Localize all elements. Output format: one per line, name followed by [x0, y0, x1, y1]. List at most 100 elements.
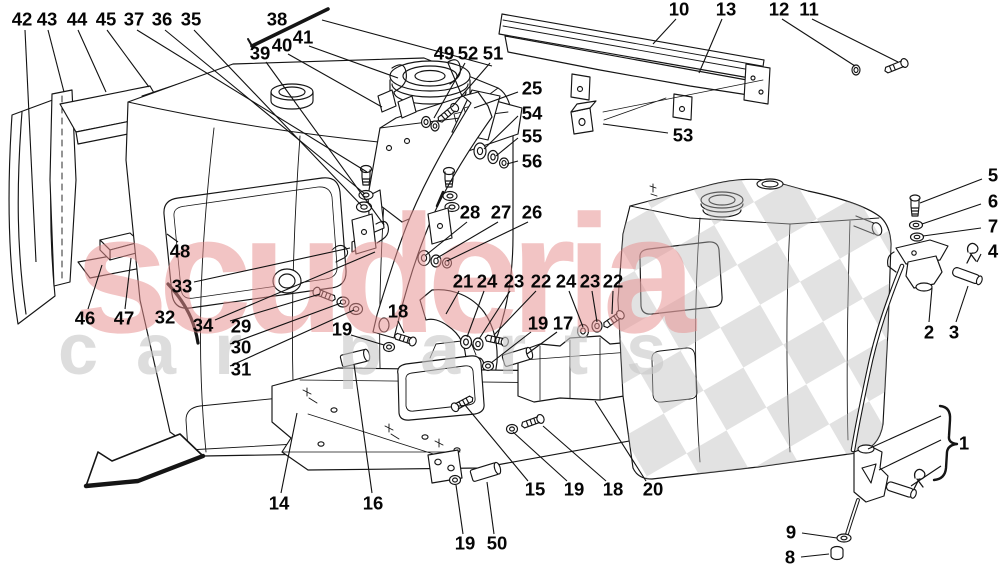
leader-line-43 [47, 29, 65, 93]
leader-line-36 [164, 29, 366, 195]
callout-label-54: 54 [522, 103, 543, 124]
callout-label-5: 5 [988, 165, 998, 186]
leader-line-50 [486, 481, 495, 535]
right-fuel-tank [617, 178, 892, 480]
callout-label-43: 43 [37, 9, 58, 30]
leader-line-19 [350, 334, 385, 346]
leader-line-39 [265, 61, 385, 226]
leader-line-54 [483, 115, 519, 150]
leader-line-20 [594, 400, 647, 482]
leader-line-1 [878, 439, 942, 471]
leader-line-1 [867, 415, 942, 450]
leader-line-35 [193, 29, 363, 207]
callout-label-46: 46 [75, 308, 96, 329]
callout-label-6: 6 [988, 191, 998, 212]
leader-line-55 [495, 137, 519, 157]
callout-label-23: 23 [580, 271, 601, 292]
watermark: scuderia car parts [58, 180, 708, 390]
leader-line-3 [955, 285, 969, 323]
callout-label-56: 56 [522, 151, 543, 172]
leader-line-41 [308, 45, 399, 79]
leader-line-21 [445, 290, 460, 315]
callout-label-44: 44 [67, 9, 88, 30]
leader-line-31 [229, 309, 355, 367]
leader-line-2 [928, 287, 933, 323]
leader-line-25 [473, 91, 519, 109]
callout-label-29: 29 [231, 316, 252, 337]
leader-line-16 [353, 363, 373, 494]
callout-label-28: 28 [460, 202, 481, 223]
watermark-brand-text: scuderia [75, 180, 698, 368]
callout-label-18: 18 [388, 301, 409, 322]
callout-label-26: 26 [522, 202, 543, 223]
callout-label-32: 32 [155, 307, 176, 328]
leader-line-47 [124, 257, 132, 310]
leader-line-52 [433, 62, 466, 119]
callout-label-31: 31 [231, 359, 252, 380]
callout-label-23: 23 [504, 271, 525, 292]
leader-line-56 [506, 160, 519, 165]
callout-label-42: 42 [12, 9, 33, 30]
leader-line-18 [542, 425, 607, 482]
leader-line-7 [922, 227, 982, 237]
leader-line-29 [229, 293, 321, 322]
callout-label-49: 49 [434, 43, 455, 64]
leader-line-44 [77, 29, 107, 93]
leader-line-17 [526, 331, 558, 355]
leader-line-49 [447, 62, 463, 97]
callout-label-22: 22 [603, 271, 624, 292]
leader-line-9 [801, 532, 838, 539]
callout-label-35: 35 [181, 9, 202, 30]
leader-line-8 [800, 553, 830, 558]
callout-label-24: 24 [556, 271, 577, 292]
leader-line-23 [591, 290, 598, 323]
leader-line-19 [455, 484, 464, 535]
leader-line-1 [910, 465, 942, 487]
leader-line-12 [781, 18, 856, 67]
callout-label-19: 19 [332, 319, 353, 340]
lower-fixings [339, 310, 625, 486]
leader-line-19 [490, 331, 532, 364]
leader-line-22 [611, 290, 614, 315]
callout-label-40: 40 [272, 35, 293, 56]
callout-label-10: 10 [669, 0, 690, 20]
tank-support-rail [498, 13, 909, 135]
callout-label-41: 41 [293, 27, 314, 48]
callout-label-20: 20 [643, 479, 664, 500]
callout-label-33: 33 [172, 276, 193, 297]
leader-line-28 [425, 221, 468, 256]
callout-label-38: 38 [267, 9, 288, 30]
leader-line-22 [493, 290, 537, 336]
callout-label-27: 27 [491, 202, 512, 223]
callout-label-14: 14 [269, 493, 290, 514]
callout-label-19: 19 [455, 533, 476, 554]
brace-group-1 [932, 404, 959, 482]
callout-label-24: 24 [477, 271, 498, 292]
leader-line-46 [87, 264, 103, 310]
callout-label-48: 48 [170, 241, 191, 262]
leader-line-5 [919, 178, 983, 204]
leader-line-26 [446, 221, 529, 262]
leader-line-10 [652, 18, 677, 45]
leader-line-30 [229, 302, 342, 345]
leader-line-4 [976, 253, 982, 263]
leader-line-51 [451, 62, 491, 108]
callout-label-19: 19 [564, 479, 585, 500]
callout-label-21: 21 [453, 271, 474, 292]
leader-line-38 [321, 19, 493, 67]
leader-line-13 [698, 18, 723, 74]
callout-label-34: 34 [193, 315, 214, 336]
grouping-marks [166, 7, 959, 482]
leader-line-6 [921, 203, 982, 225]
callout-label-2: 2 [924, 322, 934, 343]
leader-line-34 [214, 251, 376, 321]
callout-label-12: 12 [769, 0, 790, 20]
leader-line-14 [280, 412, 298, 494]
callout-label-1: 1 [959, 433, 969, 454]
callout-label-53: 53 [673, 125, 694, 146]
leader-line-24 [466, 290, 485, 338]
leader-line-40 [287, 53, 383, 108]
callout-label-7: 7 [988, 216, 998, 237]
